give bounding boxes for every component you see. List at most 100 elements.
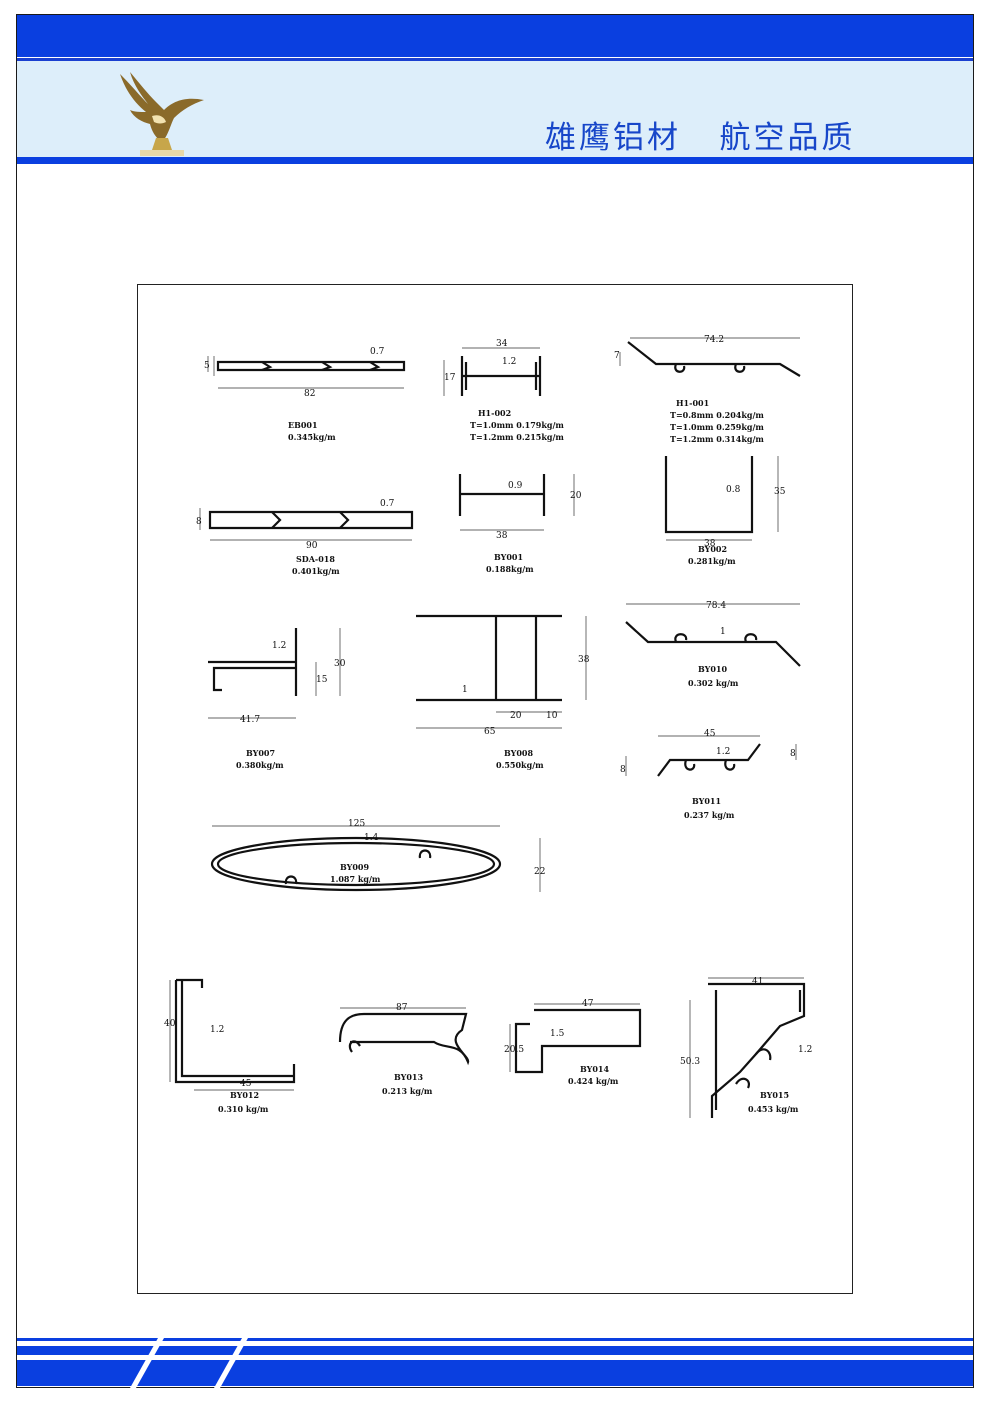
footer-slash-2 xyxy=(214,1338,248,1388)
by002-code: BY002 xyxy=(698,544,727,554)
by008-dim-gap: 20 xyxy=(510,711,522,721)
by001-dim-height: 20 xyxy=(570,491,582,501)
by012-dim-width: 45 xyxy=(240,1079,252,1089)
profile-by010-shape xyxy=(625,621,801,667)
eb001-dim-width: 82 xyxy=(304,389,315,399)
footer-rule-2 xyxy=(17,1346,973,1355)
by015-dim-height: 50.3 xyxy=(680,1057,700,1067)
by015-code: BY015 xyxy=(760,1090,789,1100)
profile-by012-shape xyxy=(174,978,296,1084)
by002-dim-width: 38 xyxy=(704,539,716,549)
by010-dim-width: 78.4 xyxy=(706,601,726,611)
by011-weight: 0.237 kg/m xyxy=(684,810,735,820)
by007-dim-lip: 15 xyxy=(316,675,328,685)
by011-code: BY011 xyxy=(692,796,721,806)
by007-dim-width: 41.7 xyxy=(240,715,260,725)
footer-slash-1 xyxy=(130,1338,164,1388)
by001-dim-wall: 0.9 xyxy=(508,481,523,491)
by011-dim-right: 8 xyxy=(790,749,796,759)
by015-dim-wall: 1.2 xyxy=(798,1045,812,1055)
profile-by002-shape xyxy=(664,456,754,534)
by012-dim-wall: 1.2 xyxy=(210,1025,224,1035)
by010-code: BY010 xyxy=(698,664,727,674)
sda-018-weight: 0.401kg/m xyxy=(292,566,340,576)
by014-dim-wall: 1.5 xyxy=(550,1029,565,1039)
profile-by007-shape xyxy=(208,628,298,696)
by012-weight: 0.310 kg/m xyxy=(218,1104,269,1114)
by009-dim-width: 125 xyxy=(348,819,365,829)
header-slogan: 雄鹰铝材 航空品质 xyxy=(545,120,856,156)
eb001-dim-wall: 0.7 xyxy=(370,347,385,357)
by010-dim-wall: 1 xyxy=(720,627,726,637)
profile-by014-shape xyxy=(514,1008,642,1074)
profile-by013-shape xyxy=(338,1012,470,1066)
by008-dim-width: 65 xyxy=(484,727,496,737)
profile-h1-002-shape xyxy=(460,356,542,396)
header-band-top xyxy=(17,15,973,57)
by008-dim-height: 38 xyxy=(578,655,590,665)
eb001-weight: 0.345kg/m xyxy=(288,432,336,442)
by011-dim-wall: 1.2 xyxy=(716,747,730,757)
by002-weight: 0.281kg/m xyxy=(688,556,736,566)
profile-h1-001-shape xyxy=(627,341,801,377)
by002-dim-wall: 0.8 xyxy=(726,485,741,495)
by001-code: BY001 xyxy=(494,552,523,562)
h1-002-dim-height: 17 xyxy=(444,373,456,383)
h1-001-weight-1: T=0.8mm 0.204kg/m xyxy=(670,410,764,420)
catalog-panel xyxy=(137,284,853,1294)
by008-weight: 0.550kg/m xyxy=(496,760,544,770)
h1-002-weight-1: T=1.0mm 0.179kg/m xyxy=(470,420,564,430)
by013-code: BY013 xyxy=(394,1072,423,1082)
by015-weight: 0.453 kg/m xyxy=(748,1104,799,1114)
profile-sda-018-shape xyxy=(208,510,414,530)
h1-001-code: H1-001 xyxy=(676,398,709,408)
h1-001-dim-width: 74.2 xyxy=(704,335,724,345)
by009-dim-wall: 1.4 xyxy=(364,833,379,843)
by007-dim-wall: 1.2 xyxy=(272,641,286,651)
by011-dim-width: 45 xyxy=(704,729,716,739)
h1-002-code: H1-002 xyxy=(478,408,511,418)
profile-by011-shape xyxy=(657,743,761,777)
by014-weight: 0.424 kg/m xyxy=(568,1076,619,1086)
eagle-icon xyxy=(120,72,204,156)
header-rule-bottom xyxy=(17,157,973,164)
profile-by001-shape xyxy=(458,474,546,516)
h1-002-dim-wall: 1.2 xyxy=(502,357,516,367)
by007-weight: 0.380kg/m xyxy=(236,760,284,770)
h1-002-dim-width: 34 xyxy=(496,339,508,349)
by012-code: BY012 xyxy=(230,1090,259,1100)
sda-018-code: SDA-018 xyxy=(296,554,335,564)
profile-by009-shape xyxy=(210,836,502,892)
eb001-dim-height: 5 xyxy=(204,361,210,371)
eb001-code: EB001 xyxy=(288,420,318,430)
by009-weight: 1.087 kg/m xyxy=(330,874,381,884)
by010-weight: 0.302 kg/m xyxy=(688,678,739,688)
profile-by015-shape xyxy=(708,982,806,1118)
by009-code: BY009 xyxy=(340,862,369,872)
footer-band xyxy=(17,1360,973,1386)
by011-dim-left: 8 xyxy=(620,765,626,775)
by013-dim-width: 87 xyxy=(396,1003,408,1013)
h1-001-weight-2: T=1.0mm 0.259kg/m xyxy=(670,422,764,432)
footer-rule-1 xyxy=(17,1338,973,1341)
by007-code: BY007 xyxy=(246,748,275,758)
by014-dim-width: 47 xyxy=(582,999,594,1009)
h1-002-weight-2: T=1.2mm 0.215kg/m xyxy=(470,432,564,442)
by008-dim-flange: 10 xyxy=(546,711,558,721)
by001-dim-width: 38 xyxy=(496,531,508,541)
by008-dim-wall: 1 xyxy=(462,685,468,695)
by014-code: BY014 xyxy=(580,1064,609,1074)
sda-018-dim-width: 90 xyxy=(306,541,318,551)
profile-eb001-shape xyxy=(216,360,406,372)
header-rule xyxy=(17,58,973,61)
by007-dim-height: 30 xyxy=(334,659,346,669)
by009-dim-height: 22 xyxy=(534,867,545,877)
by014-dim-height: 20.5 xyxy=(504,1045,524,1055)
by001-weight: 0.188kg/m xyxy=(486,564,534,574)
sda-018-dim-wall: 0.7 xyxy=(380,499,395,509)
by015-dim-width: 41 xyxy=(752,977,763,987)
by002-dim-height: 35 xyxy=(774,487,786,497)
profile-by008-shape xyxy=(416,614,562,702)
h1-001-dim-height: 7 xyxy=(614,351,620,361)
